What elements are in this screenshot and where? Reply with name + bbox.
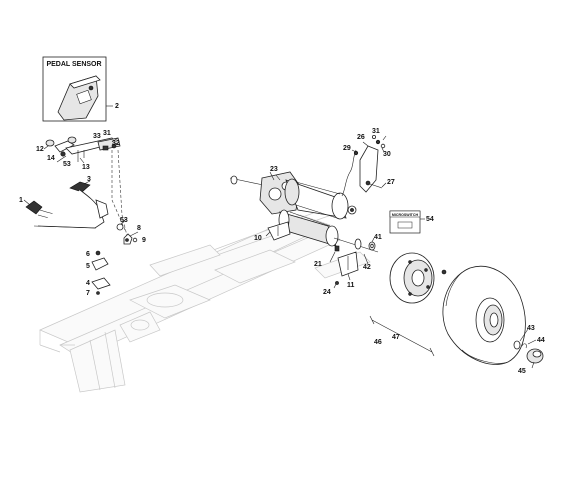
- callout-44: 44: [537, 337, 545, 344]
- callout-3: 3: [87, 176, 91, 183]
- callout-8: 8: [137, 225, 141, 232]
- callout-numbers: 1 3 4 5 6 7 8 9 10 11 12 13 14 21 23 24 …: [19, 128, 545, 375]
- callout-12: 12: [36, 146, 44, 153]
- callout-24: 24: [323, 289, 331, 296]
- callout-54: 54: [426, 216, 434, 223]
- callout-26: 26: [357, 134, 365, 141]
- callout-29: 29: [343, 145, 351, 152]
- callout-30: 30: [383, 151, 391, 158]
- callout-10: 10: [254, 235, 262, 242]
- callout-14: 14: [47, 155, 55, 162]
- pedal-sensor-part: [57, 75, 101, 121]
- microswitch-label-box: MICROSWITCH: [389, 210, 425, 234]
- callout-13: 13: [82, 164, 90, 171]
- callout-31-right: 31: [372, 128, 380, 135]
- transaxle-motor-assembly: [229, 134, 386, 285]
- callout-43: 43: [527, 325, 535, 332]
- inset-title: PEDAL SENSOR: [46, 61, 101, 68]
- callout-31-left: 31: [103, 130, 111, 137]
- callout-42: 42: [363, 264, 371, 271]
- callout-47: 47: [392, 334, 400, 341]
- callout-11: 11: [347, 282, 355, 289]
- callout-23: 23: [270, 166, 278, 173]
- callout-6: 6: [86, 251, 90, 258]
- callout-9: 9: [142, 237, 146, 244]
- callout-53-left: 53: [63, 161, 71, 168]
- callout-27: 27: [387, 179, 395, 186]
- callout-46: 46: [374, 339, 382, 346]
- callout-33: 33: [93, 133, 101, 140]
- callout-7: 7: [86, 290, 90, 297]
- leader-lines: [23, 135, 537, 369]
- callout-4: 4: [86, 280, 90, 287]
- callout-32: 32: [112, 140, 120, 147]
- callout-41: 41: [374, 234, 382, 241]
- wheel-assembly: [368, 241, 544, 365]
- callout-21: 21: [314, 261, 322, 268]
- callout-1: 1: [19, 197, 23, 204]
- chassis-frame: [39, 204, 371, 393]
- pedal-assembly: [25, 136, 138, 295]
- callout-2: 2: [115, 103, 119, 110]
- callout-45: 45: [518, 368, 526, 375]
- pedal-sensor-inset: PEDAL SENSOR 2: [42, 56, 119, 122]
- microswitch-label: MICROSWITCH: [392, 213, 419, 217]
- callout-5: 5: [86, 263, 90, 270]
- callout-53-mid: 53: [120, 217, 128, 224]
